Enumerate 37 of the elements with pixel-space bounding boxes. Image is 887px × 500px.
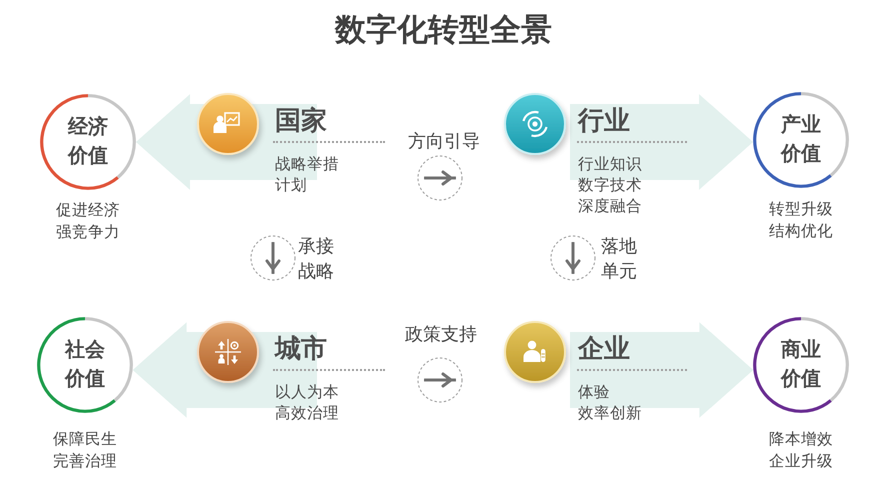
arrow bbox=[266, 242, 280, 274]
topic-line: 行业知识 bbox=[578, 155, 642, 175]
caption-text: 降本增效 bbox=[769, 430, 833, 450]
arrow bbox=[424, 372, 456, 388]
block-arrow bbox=[697, 94, 754, 190]
arrow bbox=[424, 170, 456, 186]
caption-text: 结构优化 bbox=[769, 222, 833, 242]
caption-text: 保障民生 bbox=[53, 430, 117, 450]
caption-text: 强竞争力 bbox=[56, 223, 120, 243]
topic-title: 国家 bbox=[275, 105, 327, 135]
topic-line: 战略举措 bbox=[275, 155, 339, 175]
caption-text: 转型升级 bbox=[769, 200, 833, 220]
ring-label: 社会价值 bbox=[64, 338, 106, 392]
topic-title: 企业 bbox=[578, 333, 630, 363]
ring-label: 经济价值 bbox=[67, 114, 109, 169]
ring-label: 产业价值 bbox=[780, 112, 822, 167]
topic-title: 行业 bbox=[578, 105, 630, 135]
diagram-title: 数字化转型全景 bbox=[335, 11, 552, 49]
value-ring bbox=[753, 317, 849, 413]
topic-line: 体验 bbox=[578, 383, 611, 403]
topic-line: 深度融合 bbox=[578, 197, 642, 217]
caption-text: 完善治理 bbox=[53, 452, 117, 472]
topic-line: 效率创新 bbox=[578, 404, 642, 424]
value-ring bbox=[40, 94, 136, 190]
block-arrow bbox=[136, 94, 190, 190]
value-ring bbox=[37, 317, 133, 413]
topic-line: 以人为本 bbox=[275, 383, 339, 403]
value-ring bbox=[753, 92, 849, 188]
caption-text: 促进经济 bbox=[56, 201, 120, 221]
block-arrow bbox=[697, 322, 754, 418]
topic-line: 计划 bbox=[275, 176, 308, 196]
topic-line: 数字技术 bbox=[578, 176, 642, 196]
ring-label: 商业价值 bbox=[780, 338, 822, 392]
topic-title: 城市 bbox=[275, 333, 327, 363]
block-arrow bbox=[132, 322, 190, 418]
caption-text: 企业升级 bbox=[769, 452, 833, 472]
topic-line: 高效治理 bbox=[275, 404, 339, 424]
